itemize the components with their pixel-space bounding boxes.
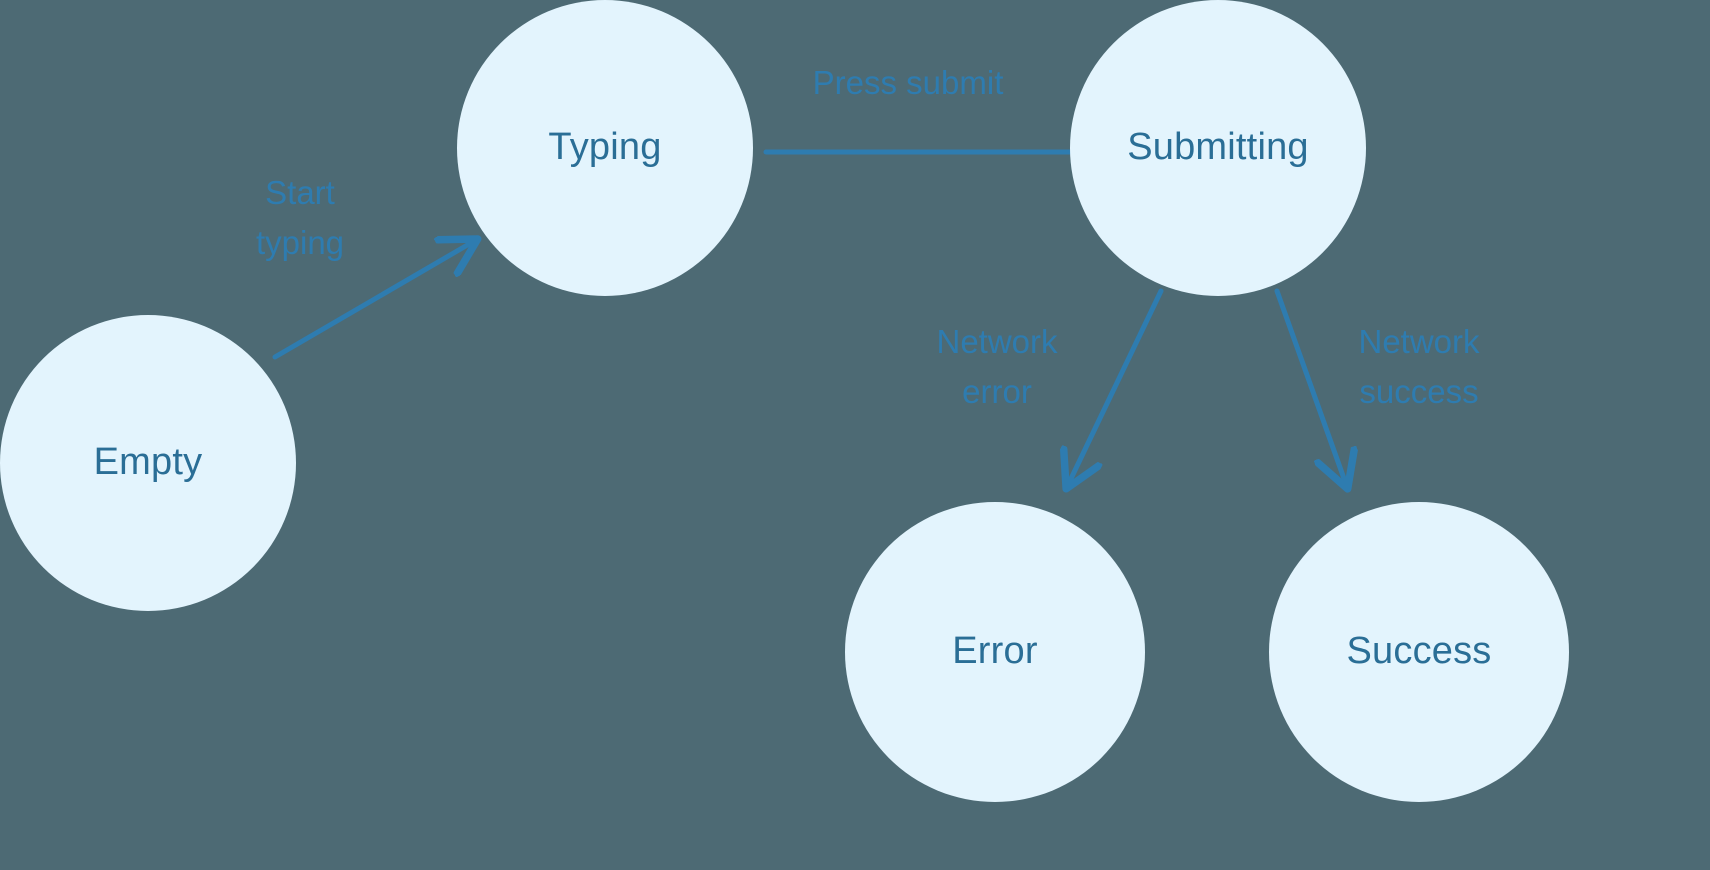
- node-success[interactable]: Success: [1269, 502, 1569, 802]
- node-typing-label: Typing: [548, 126, 662, 169]
- edge-submitting-to-success: [1274, 288, 1347, 487]
- node-empty-label: Empty: [93, 441, 203, 484]
- edge-label-network-success-line-1: Network: [1358, 323, 1480, 360]
- edge-label-network-error: Network error: [877, 317, 1117, 416]
- node-submitting-label: Submitting: [1127, 126, 1309, 169]
- edge-label-start-typing-line-1: Start: [265, 174, 335, 211]
- edge-label-network-success-line-2: success: [1359, 372, 1479, 410]
- edge-label-start-typing: Start typing: [200, 168, 400, 267]
- edge-label-network-error-line-2: error: [962, 372, 1032, 410]
- edge-label-press-submit: Press submit: [758, 59, 1058, 107]
- node-typing[interactable]: Typing: [457, 0, 753, 296]
- node-submitting[interactable]: Submitting: [1070, 0, 1366, 296]
- node-success-label: Success: [1346, 630, 1492, 673]
- node-error[interactable]: Error: [845, 502, 1145, 802]
- node-error-label: Error: [952, 630, 1038, 673]
- edge-label-press-submit-line-1: Press submit: [812, 64, 1004, 101]
- edge-empty-to-typing: [272, 240, 476, 360]
- edge-label-network-error-line-1: Network: [936, 323, 1058, 360]
- node-empty[interactable]: Empty: [0, 315, 296, 611]
- edge-submitting-to-error: [1067, 288, 1164, 487]
- edge-label-start-typing-line-2: typing: [255, 223, 345, 261]
- edge-label-network-success: Network success: [1299, 317, 1539, 416]
